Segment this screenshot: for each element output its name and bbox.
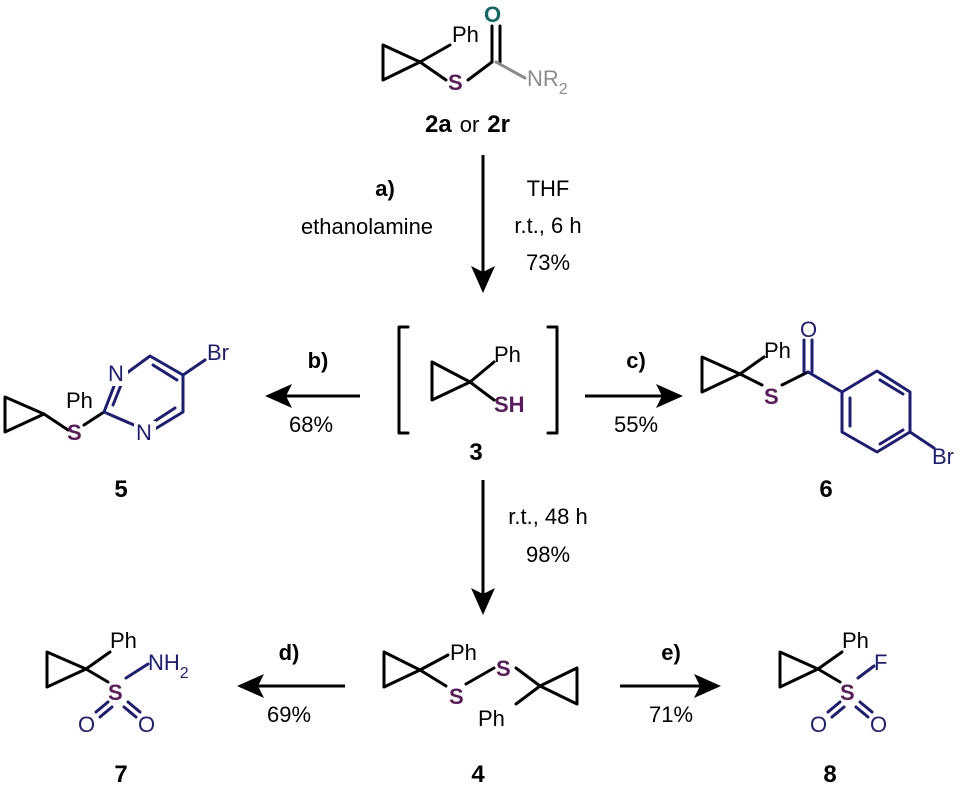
compound-8-structure: Ph S F O O (778, 628, 887, 737)
sulfur-atom: S (840, 680, 855, 705)
fluorine-atom: F (874, 650, 887, 675)
pyrimidine-nitrogen-atom: N (108, 361, 124, 386)
step-e-yield: 71% (649, 702, 693, 727)
step-a-solvent: THF (527, 176, 570, 201)
starting-material-structure: Ph S O NR2 (381, 2, 568, 98)
step-c-letter: c) (626, 348, 646, 373)
step-a-letter: a) (375, 176, 395, 201)
sulfonyl-oxygen-atom: O (810, 712, 827, 737)
compound-6-label: 6 (819, 476, 832, 503)
step-a-yield: 73% (526, 250, 570, 275)
compound-6-structure: Ph S O Br (700, 317, 954, 469)
compound-4-structure: Ph S S Ph (382, 640, 579, 731)
compound-3-label: 3 (469, 439, 482, 466)
amine-nr2-group: NR2 (527, 66, 568, 98)
compound-7-structure: Ph S NH2 O O (45, 628, 189, 737)
dimerization-conditions: r.t., 48 h (508, 504, 588, 529)
sulfur-atom: S (496, 656, 511, 681)
step-b-yield: 68% (289, 412, 333, 437)
phenyl-label: Ph (66, 388, 93, 413)
phenyl-label: Ph (450, 640, 477, 665)
step-e-letter: e) (661, 640, 681, 665)
compound-4-label: 4 (471, 761, 485, 786)
sulfur-atom: S (108, 680, 123, 705)
phenyl-label: Ph (478, 706, 505, 731)
carbonyl-oxygen-atom: O (484, 2, 501, 27)
dimerization-yield: 98% (526, 542, 570, 567)
step-d-letter: d) (279, 640, 300, 665)
sulfur-atom: S (449, 684, 464, 709)
step-d-yield: 69% (267, 702, 311, 727)
sulfonyl-oxygen-atom: O (78, 712, 95, 737)
compound-5-label: 5 (114, 476, 127, 503)
step-a-reagent: ethanolamine (301, 214, 433, 239)
thiol-sh-group: SH (494, 392, 525, 417)
sulfur-atom: S (764, 384, 779, 409)
carbonyl-oxygen-atom: O (800, 317, 817, 342)
phenyl-label: Ph (110, 628, 137, 653)
intermediate-3-structure: Ph SH (397, 325, 559, 435)
sulfonyl-oxygen-atom: O (138, 712, 155, 737)
compound-7-label: 7 (114, 761, 127, 786)
step-b-letter: b) (308, 348, 329, 373)
sulfonyl-oxygen-atom: O (870, 712, 887, 737)
phenyl-label: Ph (842, 628, 869, 653)
phenyl-label: Ph (764, 338, 791, 363)
phenyl-label: Ph (452, 22, 479, 47)
phenyl-label: Ph (494, 342, 521, 367)
bromine-atom: Br (207, 340, 229, 365)
amino-nh2-group: NH2 (148, 650, 189, 682)
compound-5-structure: Ph S N N Br (3, 340, 229, 445)
step-a-conditions: r.t., 6 h (514, 213, 581, 238)
sulfur-atom: S (67, 420, 82, 445)
step-c-yield: 55% (614, 412, 658, 437)
sulfur-atom: S (448, 70, 463, 95)
pyrimidine-nitrogen-atom: N (136, 420, 152, 445)
compound-8-label: 8 (823, 761, 836, 786)
bromine-atom: Br (932, 444, 954, 469)
